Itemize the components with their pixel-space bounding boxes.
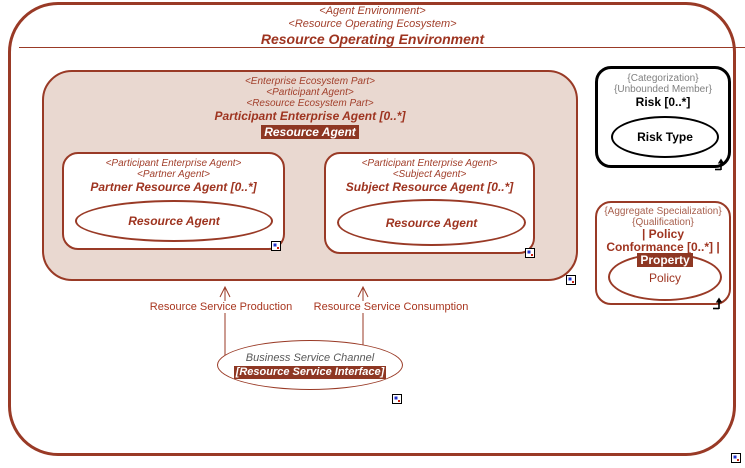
business-service-channel-node[interactable]: Business Service Channel [Resource Servi… [217, 340, 403, 390]
channel-name: Business Service Channel [245, 351, 375, 364]
policy-conformance-node[interactable]: {Aggregate Specialization} {Qualificatio… [595, 201, 731, 305]
partner-stereotype-1: <Participant Enterprise Agent> [105, 158, 242, 169]
subject-name: Subject Resource Agent [0..*] [345, 180, 514, 194]
consumption-connector-label: Resource Service Consumption [311, 301, 471, 313]
policy-oval-label: Policy [648, 271, 681, 285]
subject-stereotype-2: <Subject Agent> [392, 169, 467, 180]
risk-name: Risk [0..*] [635, 95, 691, 109]
environment-stereotype-2: <Resource Operating Ecosystem> [288, 18, 457, 30]
subject-oval-label: Resource Agent [385, 215, 478, 230]
page-decomposition-icon[interactable] [731, 453, 741, 463]
production-connector-label: Resource Service Production [147, 301, 295, 313]
policy-stereotype-1: {Aggregate Specialization} [604, 206, 722, 217]
channel-interface-tag: [Resource Service Interface] [233, 365, 387, 379]
policy-stereotype-2: {Qualification} [632, 217, 694, 228]
risk-navigate-up-icon[interactable] [714, 158, 725, 171]
risk-oval-label: Risk Type [637, 130, 693, 144]
resource-operating-environment-shape[interactable] [8, 2, 736, 456]
policy-name: | Policy Conformance [0..*] | [606, 227, 720, 254]
partner-resource-agent-node[interactable]: <Participant Enterprise Agent> <Partner … [62, 152, 285, 250]
policy-navigate-up-icon[interactable] [712, 297, 723, 310]
participant-stereotype-3: <Resource Ecosystem Part> [246, 98, 374, 109]
subject-stereotype-1: <Participant Enterprise Agent> [361, 158, 498, 169]
partner-name: Partner Resource Agent [0..*] [90, 180, 257, 194]
policy-property-tag: Property [637, 253, 693, 267]
partner-resource-agent-oval[interactable]: Resource Agent [75, 200, 273, 242]
subject-resource-agent-oval[interactable]: Resource Agent [337, 199, 526, 246]
risk-stereotype-2: {Unbounded Member} [614, 84, 712, 95]
partner-decomposition-icon[interactable] [271, 241, 281, 251]
environment-title: Resource Operating Environment [260, 31, 485, 47]
subject-decomposition-icon[interactable] [525, 248, 535, 258]
environment-header: <Agent Environment> <Resource Operating … [0, 5, 745, 48]
risk-node[interactable]: {Categorization} {Unbounded Member} Risk… [595, 66, 731, 168]
participant-stereotype-2: <Participant Agent> [266, 87, 354, 98]
participant-resource-agent-tag: Resource Agent [261, 125, 359, 139]
partner-oval-label: Resource Agent [128, 214, 220, 228]
participant-enterprise-agent-node[interactable]: <Enterprise Ecosystem Part> <Participant… [42, 70, 578, 281]
header-divider-line [19, 47, 745, 48]
channel-decomposition-icon[interactable] [392, 394, 402, 404]
risk-type-oval[interactable]: Risk Type [611, 116, 719, 158]
environment-stereotype-1: <Agent Environment> [319, 5, 426, 17]
policy-oval[interactable]: Property Policy [608, 253, 722, 301]
participant-name: Participant Enterprise Agent [0..*] [214, 109, 406, 123]
participant-stereotype-1: <Enterprise Ecosystem Part> [244, 76, 376, 87]
risk-stereotype-1: {Categorization} [627, 73, 699, 84]
subject-resource-agent-node[interactable]: <Participant Enterprise Agent> <Subject … [324, 152, 535, 254]
participant-decomposition-icon[interactable] [566, 275, 576, 285]
partner-stereotype-2: <Partner Agent> [136, 169, 210, 180]
